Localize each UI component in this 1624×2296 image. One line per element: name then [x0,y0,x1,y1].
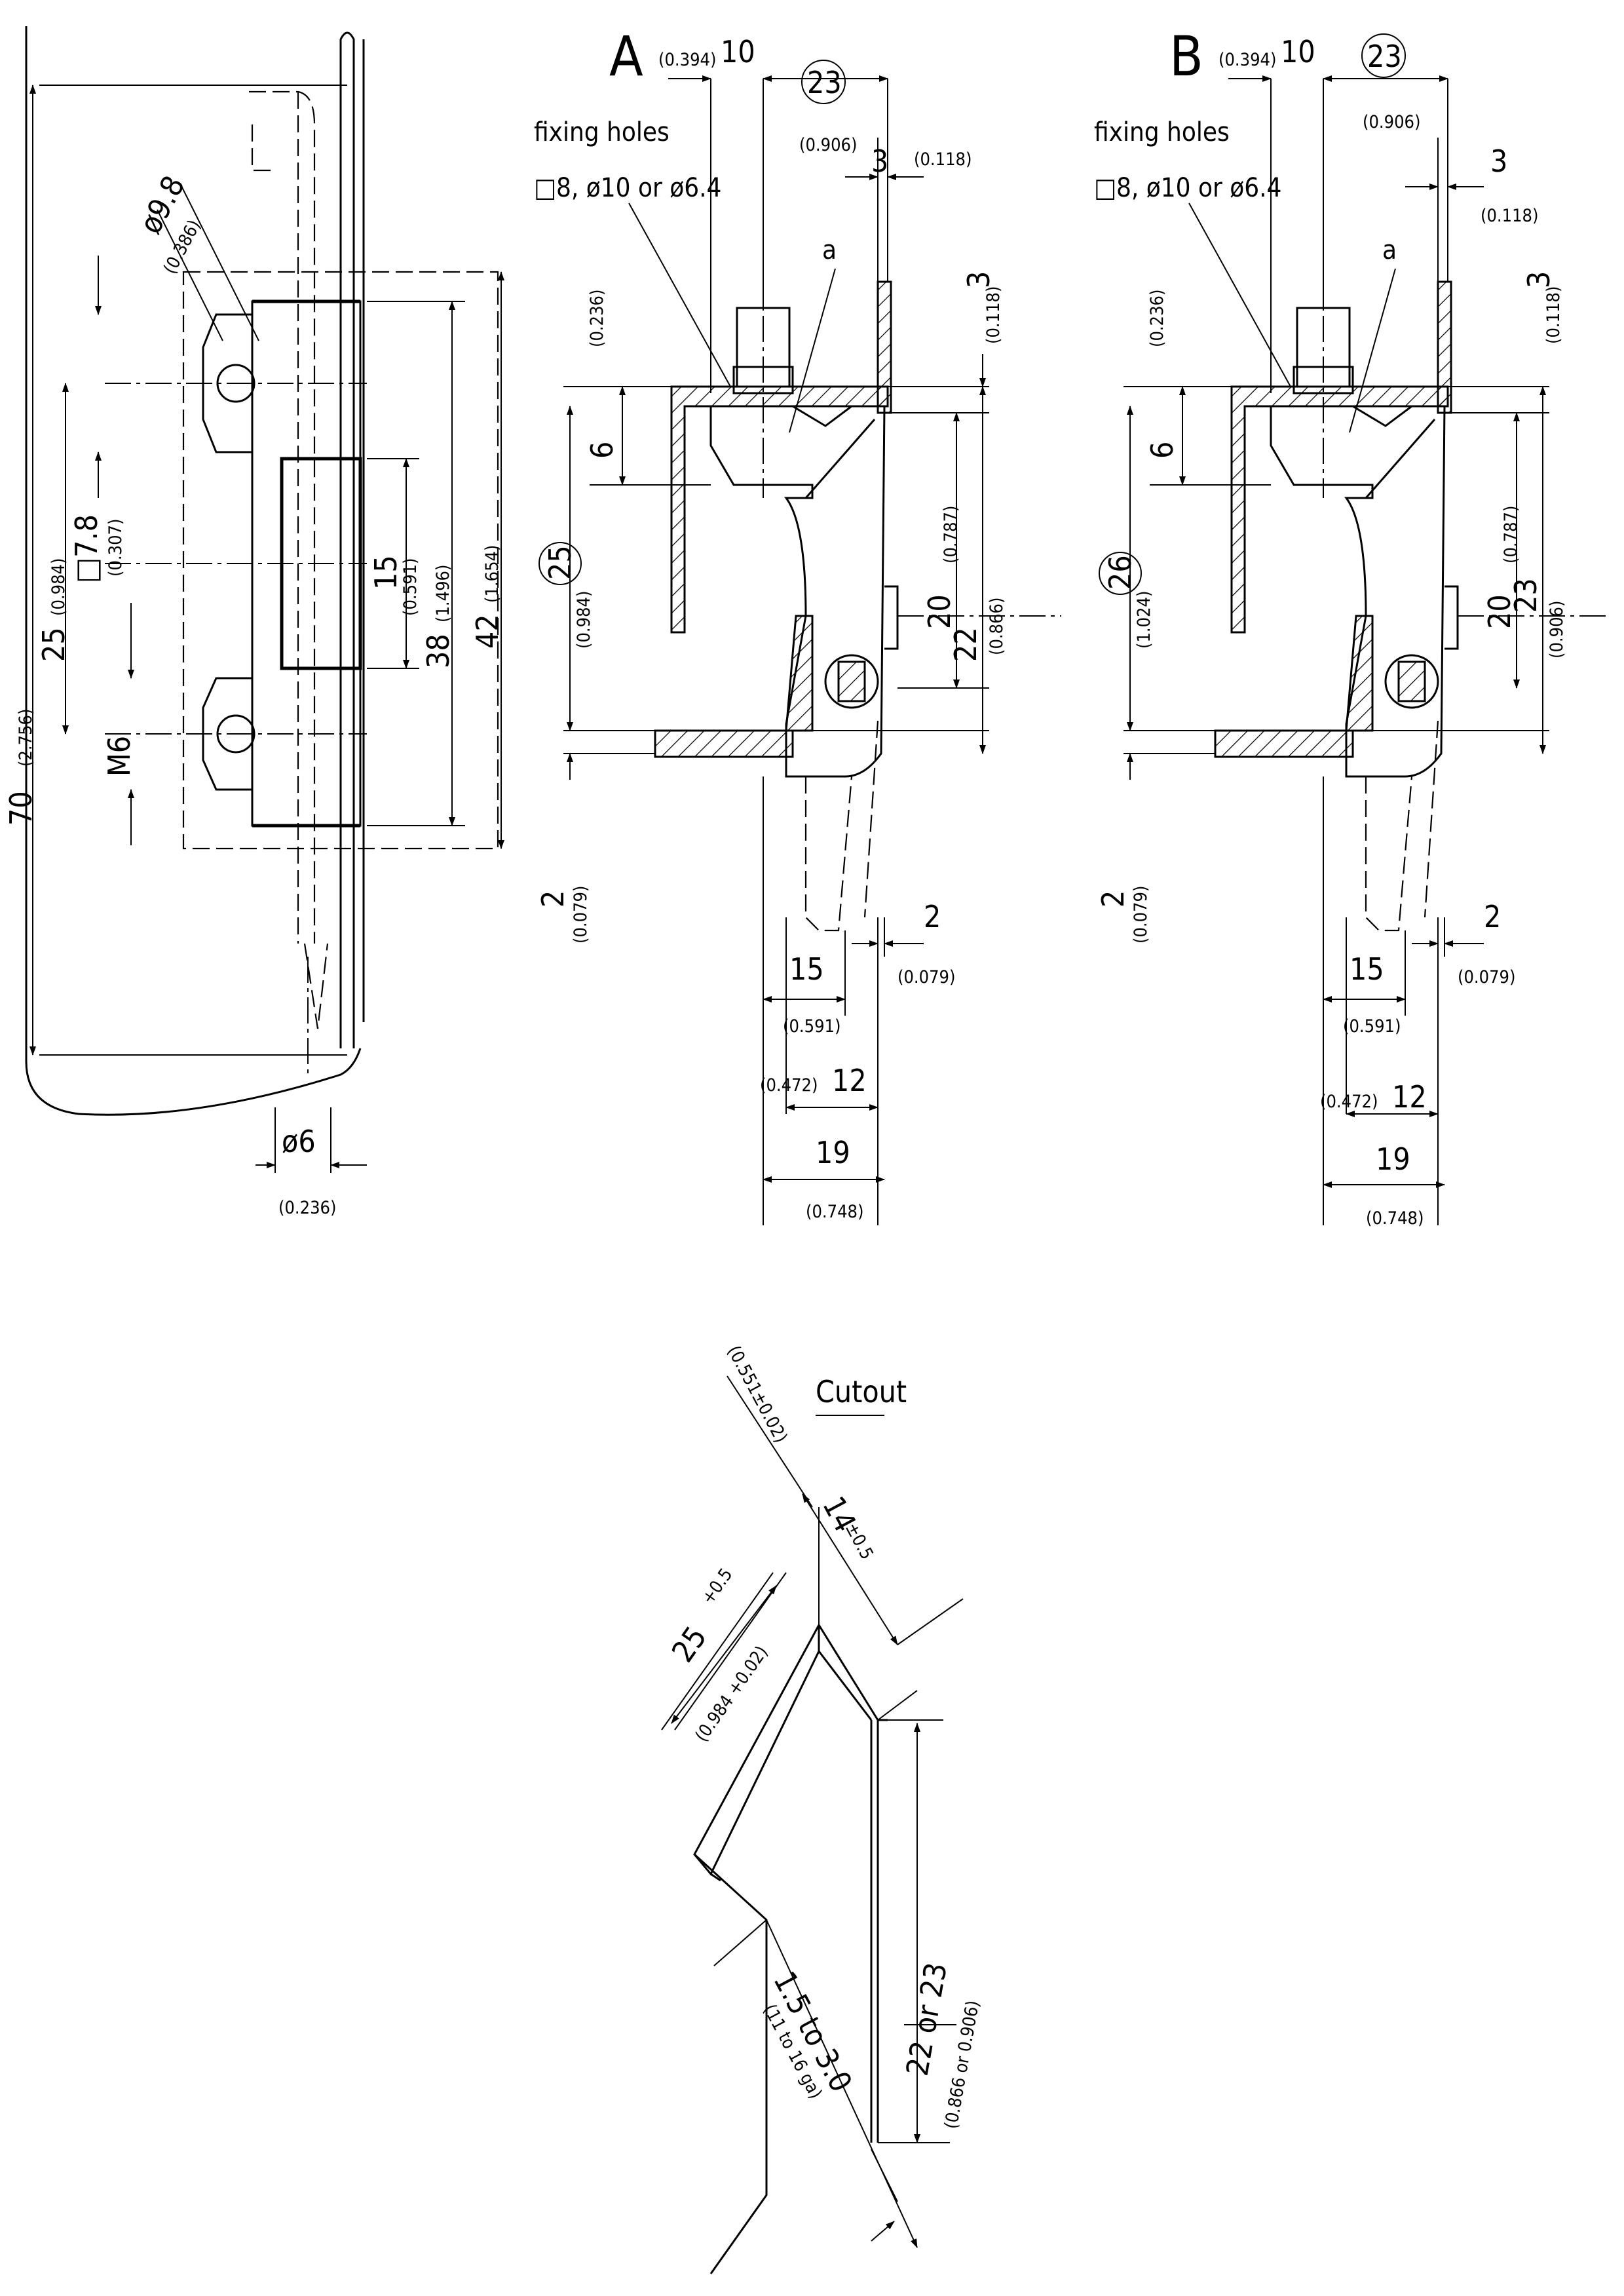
view-b-d6: 6 [1144,442,1180,459]
view-a-d2v: 2 [535,890,571,908]
cutout-d14-tol: ±0.5 [841,1520,877,1563]
dim-sq78: □7.8 [69,514,104,583]
left-panel-outline [25,26,362,1116]
view-b-d26: 26 [1103,555,1138,590]
cutout-d25-tol: +0.5 [698,1565,736,1608]
view-b-d2v-in: (0.079) [1131,886,1151,944]
cutout-tol-in: (0.551±0.02) [723,1343,791,1446]
nut-bottom [202,677,254,791]
view-b-fixing-holes-2: □8, ø10 or ø6.4 [1094,173,1281,203]
view-a-d2v-in: (0.079) [571,886,591,944]
view-b-d23: 23 [1367,39,1402,74]
cutout-d25-in: (0.984 +0.02) [691,1642,772,1746]
view-b-d2: 2 [1484,899,1501,934]
view-a-d19-in: (0.748) [806,1202,863,1222]
view-a-d20-in: (0.787) [941,506,961,564]
dim-42-in: (1.654) [482,545,502,603]
view-a-d10-in: (0.394) [658,50,716,70]
view-b-d19: 19 [1376,1141,1410,1177]
view-b-fixing-holes-1: fixing holes [1094,117,1230,147]
nut-top [202,313,254,453]
view-a-d6: 6 [584,442,620,459]
view-a-d23: 23 [807,65,842,100]
cutout-d22or23-in: (0.866 or 0.906) [941,1999,983,2131]
view-b-d12-in: (0.472) [1320,1092,1378,1112]
view-b-d3-in: (0.118) [1481,206,1538,226]
left-view: 70 (2.756) 25 (0.984) □7.8 (0.307) M6 ø9… [3,26,505,1218]
view-a-d20: 20 [922,594,957,629]
view-a-d2-in: (0.079) [897,967,955,987]
view-b-d15: 15 [1350,951,1384,987]
dim-38-in: (1.496) [433,565,453,622]
dim-70-in: (2.756) [16,709,36,767]
view-b-title: B [1169,24,1203,88]
view-a-d3v: 3 [961,271,996,288]
cutout-view: Cutout (0.551±0.02) 14 ±0.5 25 +0.5 (0.9… [661,1343,983,2274]
view-b-d10-in: (0.394) [1218,50,1276,70]
view-a-d3-in: (0.118) [914,149,972,170]
view-a-d22: 22 [948,627,983,662]
view-a-d23-in: (0.906) [799,135,857,155]
view-b-d10: 10 [1281,34,1315,69]
view-b: B fixing holes □8, ø10 or ø6.4 a [1094,24,1608,1229]
view-b-d26-in: (1.024) [1134,591,1154,649]
view-a-d15: 15 [789,951,824,987]
view-a-fixing-holes-2: □8, ø10 or ø6.4 [534,173,721,203]
view-b-d23v: 23 [1508,578,1543,613]
view-b-d20: 20 [1482,594,1517,629]
view-a: A fixing holes □8, ø10 or ø6.4 a [534,24,1061,1225]
view-a-d6-in: (0.236) [587,290,607,347]
view-a-fixing-holes-1: fixing holes [534,117,670,147]
view-a-d2: 2 [924,899,941,934]
view-b-d15-in: (0.591) [1343,1016,1401,1037]
view-a-d10: 10 [721,34,755,69]
view-b-d12: 12 [1392,1079,1427,1115]
cutout-d25: 25 [665,1620,713,1668]
dim-phi6: ø6 [282,1124,316,1159]
view-b-d20-in: (0.787) [1501,506,1521,564]
dim-sq78-in: (0.307) [105,519,126,577]
view-a-d25: 25 [542,545,578,580]
view-b-d2-in: (0.079) [1458,967,1515,987]
cutout-title: Cutout [816,1374,907,1409]
dim-25: 25 [36,627,71,662]
view-a-d12-in: (0.472) [760,1075,818,1096]
view-a-d25-in: (0.984) [574,591,594,649]
view-a-d3: 3 [871,144,888,179]
view-a-label-a: a [822,235,837,265]
view-b-d19-in: (0.748) [1366,1208,1424,1229]
view-a-d3v-in: (0.118) [983,286,1004,344]
view-a-d22-in: (0.866) [987,598,1007,655]
view-b-d23v-in: (0.906) [1547,601,1567,659]
dim-m6: M6 [102,736,137,776]
dim-42: 42 [470,614,505,649]
view-b-d3v: 3 [1521,271,1557,288]
dim-70: 70 [3,791,39,826]
cutout-d22or23: 22 or 23 [899,1960,954,2078]
view-b-d23-in: (0.906) [1363,112,1420,132]
view-a-d15-in: (0.591) [783,1016,840,1037]
dim-25-in: (0.984) [48,558,69,616]
view-b-d3v-in: (0.118) [1543,286,1564,344]
dim-15-in: (0.591) [400,558,421,616]
view-b-label-a: a [1382,235,1397,265]
dim-phi6-in: (0.236) [278,1198,336,1218]
view-a-d12: 12 [832,1063,867,1098]
view-a-title: A [609,24,643,88]
dim-38: 38 [421,634,456,668]
dim-15: 15 [368,555,404,590]
view-b-d3: 3 [1490,144,1507,179]
view-a-d19: 19 [816,1135,850,1170]
view-b-d2v: 2 [1095,890,1131,908]
view-b-d6-in: (0.236) [1147,290,1167,347]
